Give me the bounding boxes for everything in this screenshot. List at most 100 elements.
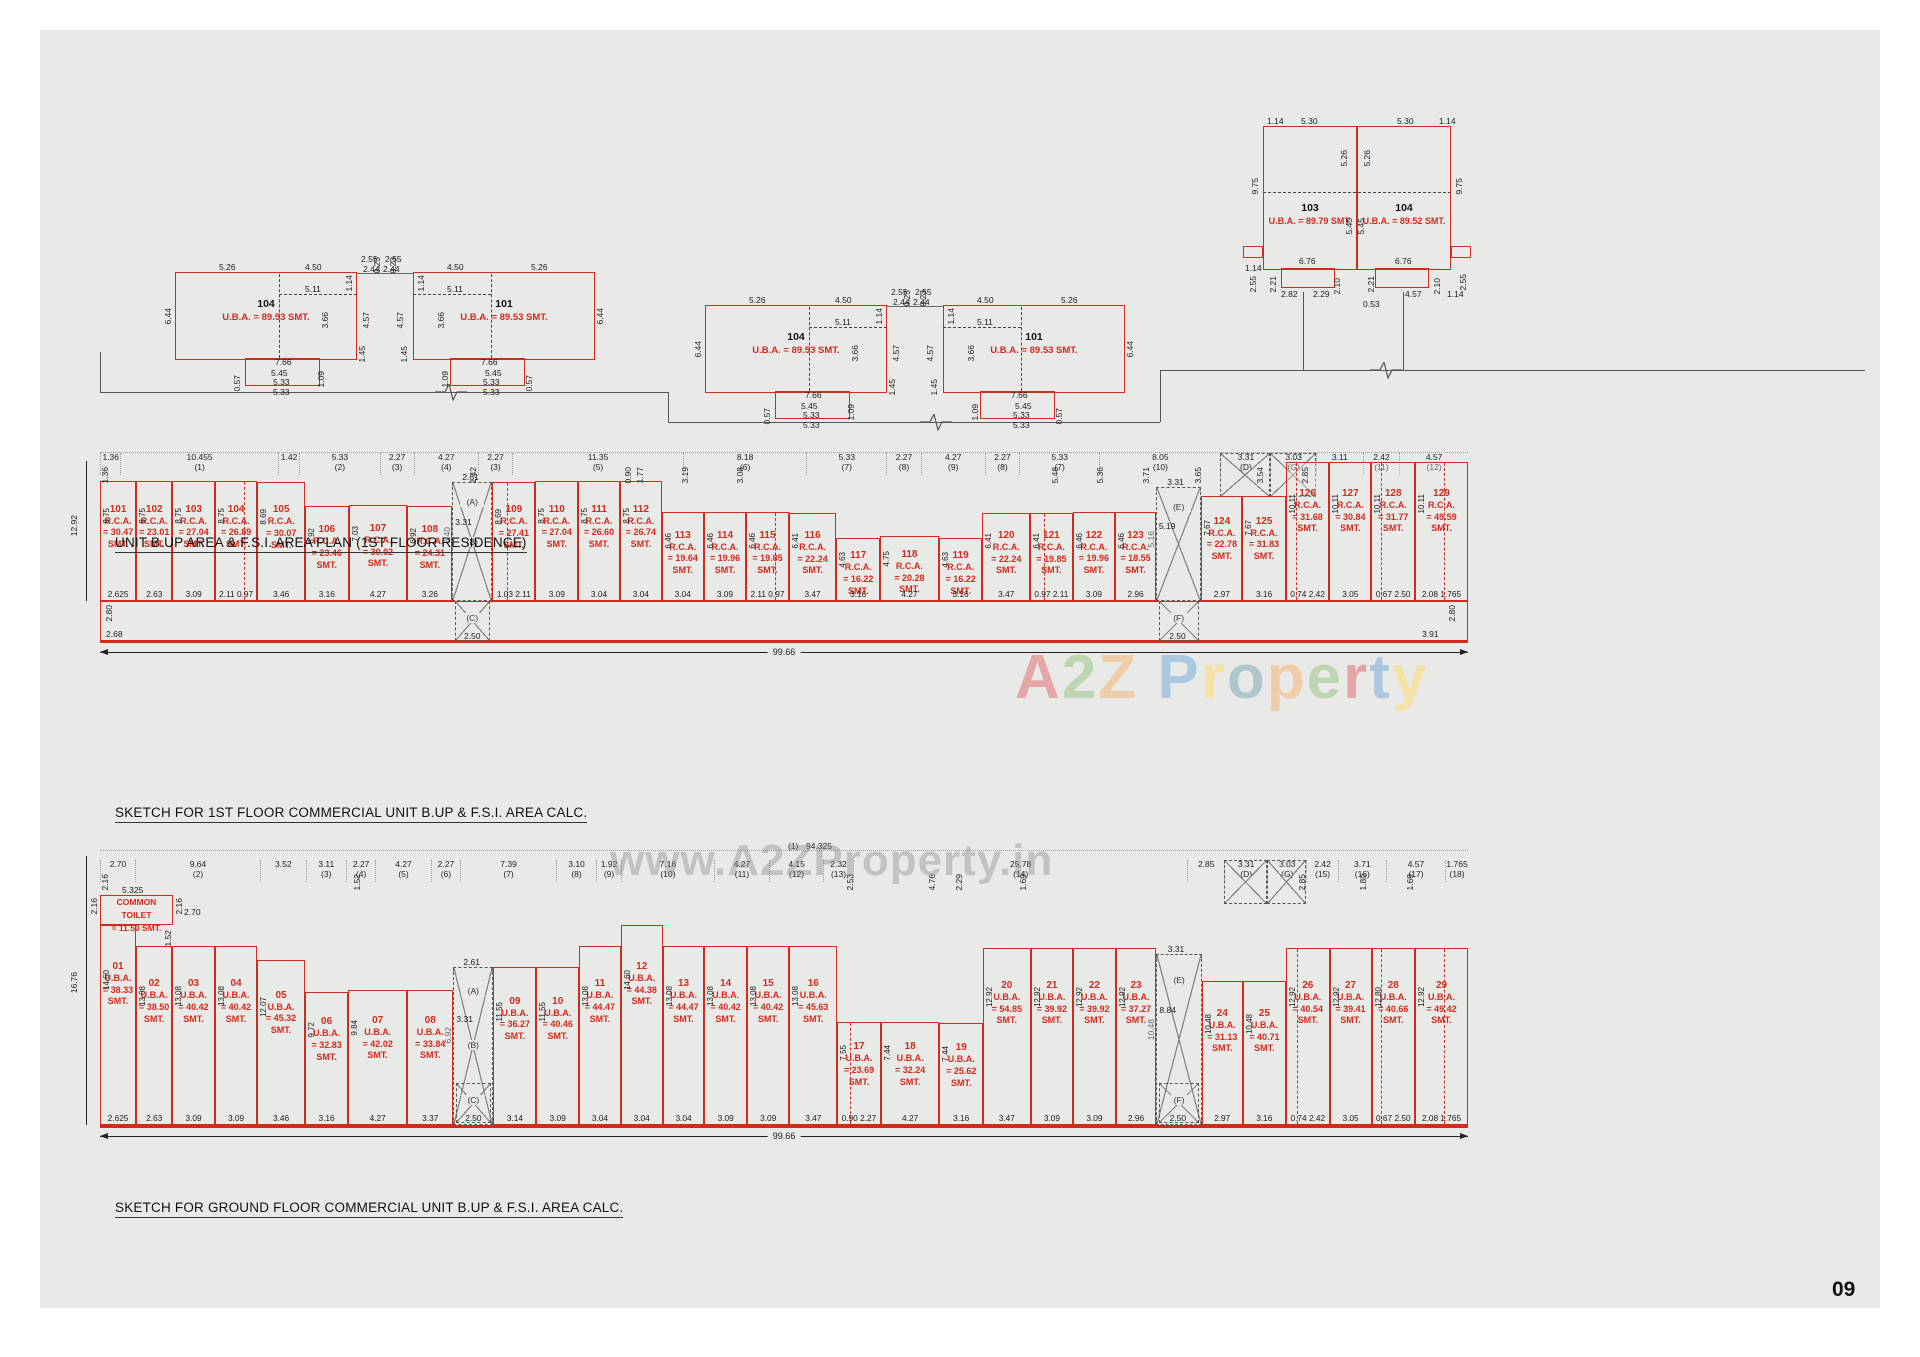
dim-label: 6.44 bbox=[1125, 341, 1135, 358]
cross-box bbox=[1220, 453, 1271, 497]
dim-value: 3.10 bbox=[568, 859, 585, 869]
area-value: = 16.22 bbox=[945, 574, 976, 585]
area-unit: SMT. bbox=[183, 538, 204, 549]
dim-label: 2.82 bbox=[1281, 289, 1298, 299]
dim-label: 1.14 bbox=[1439, 116, 1456, 126]
area-type: U.B.A. bbox=[1337, 992, 1365, 1003]
dim-value: 4.27 bbox=[438, 452, 455, 462]
width-dim: 3.16 bbox=[1256, 1112, 1273, 1123]
dim-label: 5.45 bbox=[801, 401, 818, 411]
area-value: = 32.24 bbox=[894, 1064, 926, 1075]
area-type: R.C.A. bbox=[1037, 542, 1065, 553]
width-dim: 3.05 bbox=[1342, 1112, 1359, 1123]
area-value: = 22.24 bbox=[797, 553, 828, 564]
dim-label: 5.45 bbox=[485, 368, 502, 378]
unit-plan-outline bbox=[705, 305, 887, 393]
watermark-letter: r bbox=[1343, 643, 1370, 712]
area-type: R.C.A. bbox=[1379, 500, 1407, 511]
area-type: U.B.A. bbox=[1038, 992, 1066, 1003]
area-value: = 27.04 bbox=[541, 527, 572, 538]
area-type: U.B.A. bbox=[1122, 992, 1150, 1003]
strip-height-dim: 12.92 bbox=[69, 515, 79, 537]
width-dim: 4.27 bbox=[369, 1112, 386, 1123]
area-type: R.C.A. bbox=[895, 560, 923, 571]
grid-label: (1) bbox=[194, 462, 205, 473]
width-dim: 2.96 bbox=[1127, 1112, 1145, 1123]
height-dim: 9.84 bbox=[350, 1020, 360, 1036]
width-dim: 4.27 bbox=[369, 588, 387, 599]
area-type: R.C.A. bbox=[799, 542, 827, 553]
height-dim: 8.69 bbox=[494, 508, 504, 525]
width-dim: 4.27 bbox=[901, 588, 918, 599]
boundary-line bbox=[1160, 370, 1161, 422]
dim-value: 25.78 bbox=[1010, 859, 1032, 869]
unit-plan-outline bbox=[1263, 126, 1357, 270]
dim-segment: 3.52 bbox=[259, 859, 306, 882]
height-dim: 10.11 bbox=[1331, 493, 1341, 513]
area-unit: SMT. bbox=[715, 1013, 736, 1024]
area-type: U.B.A. bbox=[947, 1054, 975, 1065]
width-dim: 3.09 bbox=[549, 1112, 566, 1123]
area-type: R.C.A. bbox=[543, 515, 571, 526]
height-dim: 12.92 bbox=[1075, 987, 1085, 1008]
unit-number: 29 bbox=[1435, 980, 1448, 992]
watermark-colored: A2Z Property bbox=[1015, 642, 1428, 713]
dim-value: 5.33 bbox=[1051, 452, 1068, 462]
unit-number: 16 bbox=[807, 978, 819, 990]
boundary-line bbox=[100, 392, 668, 393]
area-unit: SMT. bbox=[316, 559, 338, 570]
area-value: = 49.42 bbox=[1426, 1003, 1457, 1014]
area-unit: SMT. bbox=[1041, 1015, 1063, 1026]
grid-label: (18) bbox=[1449, 869, 1465, 880]
area-type: R.C.A. bbox=[1294, 500, 1322, 511]
width-dim: 3.47 bbox=[805, 1112, 822, 1123]
dim-segment: 2.85 bbox=[1187, 859, 1224, 882]
area-unit: SMT. bbox=[316, 1051, 337, 1062]
partition-dashed-line bbox=[279, 294, 357, 295]
area-unit: SMT. bbox=[503, 539, 525, 550]
connector-line bbox=[887, 306, 943, 307]
area-type: R.C.A. bbox=[104, 515, 132, 526]
unit-plan-protrusion bbox=[1281, 268, 1335, 288]
area-type: R.C.A. bbox=[627, 515, 655, 526]
area-value: = 19.64 bbox=[667, 553, 698, 564]
height-dim: 8.75 bbox=[537, 508, 547, 524]
area-value: = 44.47 bbox=[668, 1001, 699, 1012]
unit-number: 15 bbox=[762, 978, 774, 990]
cross-box bbox=[1267, 860, 1307, 904]
dim-label: 7.66 bbox=[805, 390, 822, 400]
area-unit: SMT. bbox=[950, 585, 971, 596]
dim-value: 1.765 bbox=[1446, 859, 1468, 869]
width-dim: 3.04 bbox=[590, 589, 608, 599]
height-dim: 13.08 bbox=[174, 985, 184, 1006]
partition-dashed-line bbox=[1296, 948, 1298, 1124]
area-type: U.B.A. bbox=[670, 990, 698, 1001]
unit-number: 08 bbox=[424, 1015, 436, 1027]
dim-segment: 1.36 bbox=[100, 452, 120, 475]
area-value: = 54.85 bbox=[991, 1003, 1022, 1014]
area-unit: SMT. bbox=[1340, 1015, 1361, 1026]
dim-label: 3.31 bbox=[1167, 477, 1184, 488]
dim-segment: 11.35(5) bbox=[512, 452, 683, 475]
area-type: R.C.A. bbox=[1208, 527, 1236, 538]
unit-number: 05 bbox=[275, 989, 287, 1001]
partition-dashed-line bbox=[1043, 514, 1045, 600]
partition-dashed-line bbox=[774, 513, 776, 600]
dim-label: 6.44 bbox=[163, 308, 173, 325]
dim-label: 4.57 bbox=[925, 345, 935, 362]
area-type: U.B.A. bbox=[993, 992, 1021, 1003]
unit-number: 01 bbox=[112, 960, 124, 972]
area-value: = 45.32 bbox=[265, 1013, 297, 1024]
